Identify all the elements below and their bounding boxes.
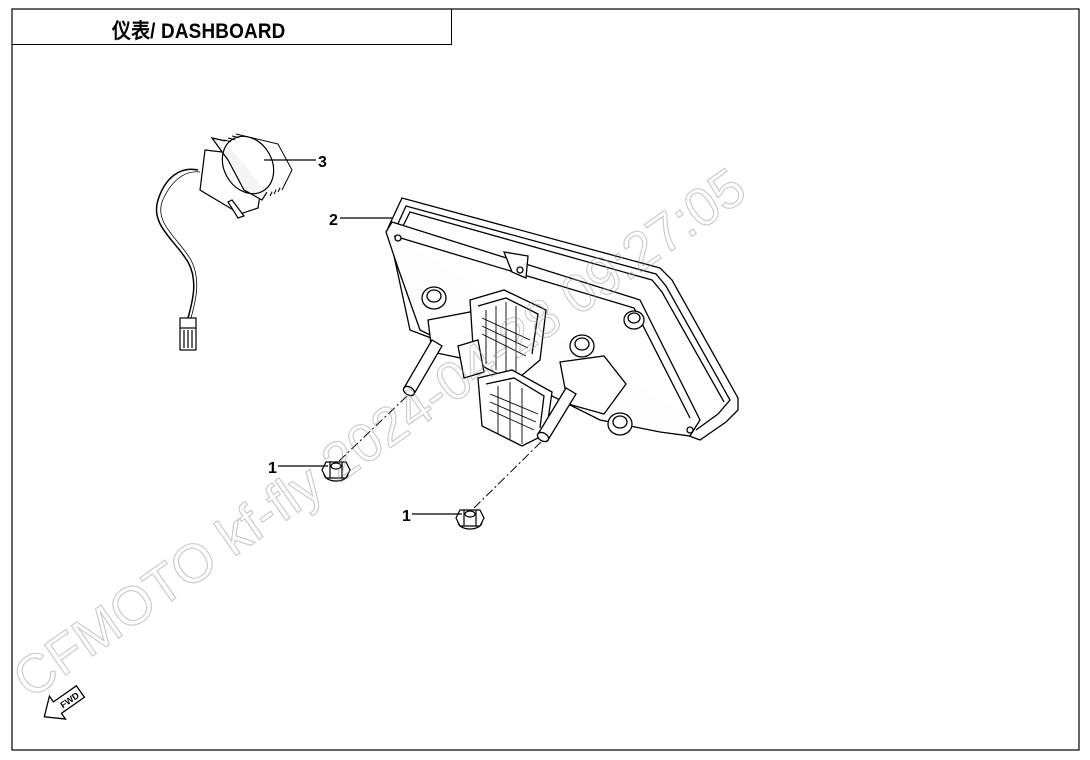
watermark: CFMOTO kf-fly 2024-04-28 09:27:05 — [2, 156, 757, 710]
page-title: 仪表/ DASHBOARD — [112, 20, 286, 43]
assembly-centerlines — [337, 395, 542, 511]
part-2-dashboard — [385, 197, 739, 447]
callout-2-label: 2 — [329, 212, 338, 229]
part-1-nut-b — [455, 509, 485, 530]
watermark-text: CFMOTO kf-fly 2024-04-28 09:27:05 — [2, 157, 756, 710]
part-3-sensor — [155, 133, 293, 351]
callout-1a-label: 1 — [268, 460, 277, 477]
callout-3-label: 3 — [318, 154, 327, 171]
sheet-border — [11, 8, 1080, 751]
title-box: 仪表/ DASHBOARD — [12, 9, 452, 45]
callout-1b-label: 1 — [402, 508, 411, 525]
part-1-nut-a — [321, 461, 351, 482]
leader-lines — [264, 159, 462, 515]
